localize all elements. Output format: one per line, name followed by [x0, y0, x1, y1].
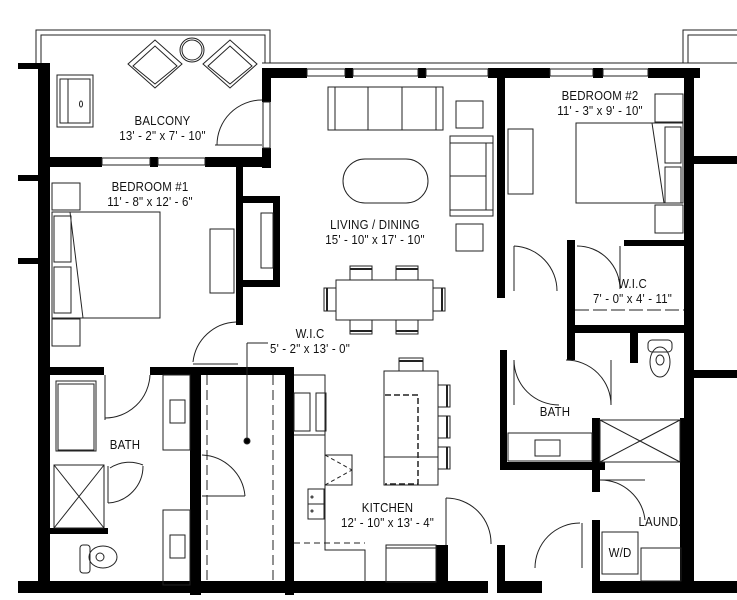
room-label-living-dining: LIVING / DINING 15' - 10" x 17' - 10"	[309, 217, 441, 247]
room-name: BEDROOM #2	[561, 88, 639, 103]
room-dimensions: 11' - 8" x 12' - 6"	[107, 194, 193, 209]
room-dimensions: 5' - 2" x 13' - 0"	[270, 341, 350, 356]
door-swing	[216, 99, 263, 146]
room-dimensions: 7' - 0" x 4' - 11"	[592, 291, 673, 306]
room-label-bedroom-1: BEDROOM #1 11' - 8" x 12' - 6"	[88, 179, 211, 209]
balcony-grill	[56, 74, 94, 128]
room-label-balcony: BALCONY 13' - 2" x 7' - 10"	[103, 113, 222, 143]
room-label-wic-2: W.I.C 7' - 0" x 4' - 11"	[578, 276, 688, 306]
washer-dryer	[601, 531, 639, 575]
windows	[101, 68, 649, 166]
nightstand	[51, 318, 81, 347]
toilet	[79, 544, 118, 574]
bed	[575, 122, 684, 204]
shower	[53, 464, 105, 529]
room-name: BEDROOM #1	[111, 179, 189, 194]
nightstand	[654, 93, 684, 123]
toilet	[647, 339, 673, 378]
room-label-bedroom-2: BEDROOM #2 11' - 3" x 9' - 10"	[543, 88, 657, 118]
appliance-name: W/D	[608, 545, 632, 560]
room-label-laundry: LAUND.	[629, 514, 691, 529]
room-name: W.I.C	[295, 326, 325, 341]
room-label-bath-2: BATH	[529, 404, 582, 419]
shower	[599, 419, 681, 463]
balcony-railing	[35, 29, 737, 63]
dresser	[507, 128, 534, 195]
end-table	[455, 100, 484, 129]
dining-table	[323, 265, 446, 335]
nightstand	[654, 204, 684, 234]
room-name: LIVING / DINING	[330, 217, 420, 232]
coffee-table	[342, 158, 429, 204]
room-name: W.I.C	[618, 276, 647, 291]
sofa	[327, 86, 444, 131]
loveseat	[449, 135, 494, 217]
balcony-chair	[127, 39, 183, 89]
laundry-shelf	[640, 547, 682, 582]
dresser	[209, 228, 235, 294]
room-name: LAUND.	[638, 514, 682, 529]
washer-dryer-label: W/D	[600, 545, 640, 560]
room-dimensions: 15' - 10" x 17' - 10"	[325, 232, 425, 247]
balcony-side-table	[179, 37, 205, 63]
walls	[18, 63, 737, 595]
light-fixture	[243, 437, 251, 445]
vanity	[162, 374, 191, 586]
end-table	[455, 223, 484, 252]
room-name: KITCHEN	[361, 500, 414, 515]
vanity	[507, 432, 593, 462]
closet-shelf	[206, 375, 274, 580]
door-swings	[104, 245, 646, 569]
room-dimensions: 13' - 2" x 7' - 10"	[119, 128, 206, 143]
bathtub	[55, 380, 97, 452]
room-dimensions: 12' - 10" x 13' - 4"	[341, 515, 434, 530]
nightstand	[51, 182, 81, 211]
range	[385, 544, 437, 583]
room-name: BALCONY	[134, 113, 191, 128]
room-name: BATH	[109, 437, 141, 452]
room-label-kitchen: KITCHEN 12' - 10" x 13' - 4"	[328, 500, 447, 530]
niche-shelf	[260, 212, 274, 269]
room-name: BATH	[539, 404, 571, 419]
balcony-chair	[202, 39, 258, 89]
room-label-wic-1: W.I.C 5' - 2" x 13' - 0"	[253, 326, 367, 356]
bed	[51, 211, 161, 319]
kitchen-counter	[293, 374, 437, 583]
kitchen-island	[383, 357, 451, 486]
room-label-bath-1: BATH	[99, 437, 152, 452]
room-dimensions: 11' - 3" x 9' - 10"	[557, 103, 643, 118]
